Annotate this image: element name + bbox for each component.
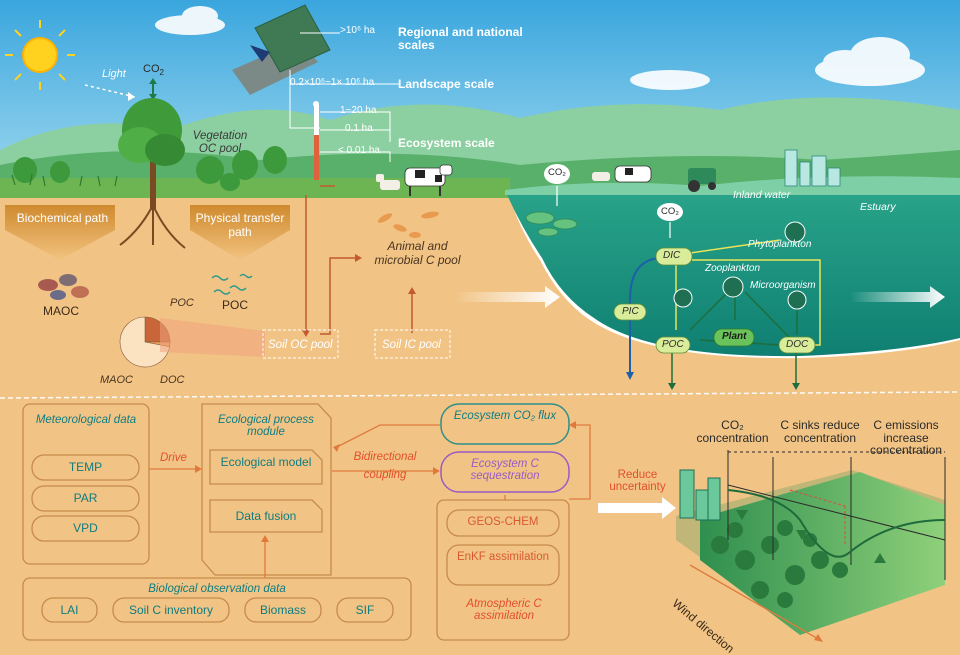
biochemical-path-label: Biochemical path <box>16 211 109 225</box>
physical-arrow <box>190 205 290 260</box>
section-divider <box>0 391 960 399</box>
dic-node: DIC <box>663 250 681 261</box>
bidirectional-coupling-label: Bidirectional coupling <box>353 451 417 482</box>
scale-ecosystem-area-c: < 0.01 ha <box>338 145 380 156</box>
co2-bubble-icon <box>544 164 683 221</box>
tree-icon <box>118 98 186 249</box>
sif-item: SIF <box>355 603 375 617</box>
poc-label: POC <box>222 298 249 312</box>
plant-node: Plant <box>722 331 747 342</box>
shrub-icon <box>13 146 287 191</box>
concentration-plot <box>676 450 946 642</box>
scale-ecosystem-area-b: 0.1 ha <box>345 123 373 134</box>
c-sequestration-label: Ecosystem C sequestration <box>470 458 540 483</box>
soil-inventory-item: Soil C inventory <box>128 603 214 617</box>
maoc-label: MAOC <box>43 304 79 318</box>
ecological-model-box: Ecological model <box>220 455 312 469</box>
temp-item: TEMP <box>68 460 103 474</box>
microbe-icon <box>377 211 439 238</box>
biochemical-arrow <box>5 205 115 260</box>
reduce-uncertainty-label: Reduce uncertainty <box>609 469 666 494</box>
satellite-icon <box>232 4 331 95</box>
microorganism-label: Microorganism <box>750 280 816 291</box>
c-emissions-label: C emissions increase concentration <box>869 418 943 458</box>
phytoplankton-label: Phytoplankton <box>748 239 812 250</box>
vpd-item: VPD <box>73 521 98 535</box>
met-panel <box>22 403 150 565</box>
poc-particles-icon <box>211 273 253 295</box>
pie-maoc-label: MAOC <box>100 374 133 386</box>
soil-oc-pool-box <box>262 329 339 359</box>
estuary-label: Estuary <box>860 201 896 213</box>
pie-doc-label: DOC <box>160 374 185 386</box>
plankton-icon <box>673 221 807 310</box>
co2-label-top: CO2 <box>143 63 164 78</box>
animal-microbial-pool-label: Animal and microbial C pool <box>374 239 461 267</box>
physical-path-label: Physical transfer path <box>195 211 285 239</box>
cow-icon-water-side <box>592 165 652 183</box>
poc-node: POC <box>662 339 684 350</box>
atm-assimilation-label: Atmospheric C assimilation <box>466 598 542 623</box>
buildings-icon <box>679 469 721 521</box>
tractor-icon <box>688 168 716 192</box>
c-sinks-label: C sinks reduce concentration <box>780 418 860 445</box>
maoc-particles-icon <box>38 274 89 300</box>
inland-water-label: Inland water <box>733 189 791 201</box>
scale-ecosystem-area-a: 1~20 ha <box>340 105 377 116</box>
co2-flux-label: Ecosystem CO₂ flux <box>453 410 557 422</box>
seq-capsule <box>440 451 570 493</box>
co2-bubble-label-a: CO₂ <box>548 167 566 178</box>
par-item: PAR <box>73 491 98 505</box>
city-icon <box>784 149 841 187</box>
bio-obs-title: Biological observation data <box>148 583 286 595</box>
module-title: Ecological process module <box>218 414 314 439</box>
atm-panel <box>436 499 570 641</box>
bio-panel <box>22 577 412 641</box>
data-fusion-box: Data fusion <box>235 509 297 523</box>
soil-ic-pool-label: Soil IC pool <box>382 339 441 351</box>
met-data-title: Meteorological data <box>35 414 137 426</box>
flux-tower-icon <box>313 101 319 180</box>
soil-oc-pool-label: Soil OC pool <box>268 339 333 351</box>
pic-node: PIC <box>622 306 639 317</box>
soil-ic-pool-box <box>374 329 451 359</box>
biomass-item: Biomass <box>259 603 306 617</box>
co2-bubble-label-b: CO₂ <box>661 206 679 217</box>
cow-icon <box>404 164 453 196</box>
drive-label: Drive <box>160 452 187 464</box>
scale-landscape-label: Landscape scale <box>398 77 495 91</box>
goat-icon <box>376 174 400 190</box>
co2-concentration-label: CO₂ concentration <box>696 418 769 445</box>
module-panel <box>201 403 332 576</box>
cloud-icon <box>155 6 925 90</box>
enkf-box: EnKF assimilation <box>456 551 550 563</box>
lai-item: LAI <box>60 603 79 617</box>
vegetation-pool-label: Vegetation OC pool <box>192 130 248 156</box>
lily-pad-icon <box>525 211 578 237</box>
scale-ecosystem-label: Ecosystem scale <box>398 136 495 150</box>
pie-slice-maoc <box>119 316 170 368</box>
zooplankton-label: Zooplankton <box>705 263 761 274</box>
scale-regional-label: Regional and national scales <box>398 25 523 53</box>
scale-regional-area: >10⁶ ha <box>340 25 375 36</box>
node-capsules <box>613 247 816 354</box>
scale-landscape-area: 0.2×10⁶~1× 10⁶ ha <box>290 77 375 88</box>
geos-chem-box: GEOS-CHEM <box>467 516 539 528</box>
plant-capsule <box>713 328 755 347</box>
doc-node: DOC <box>786 339 809 350</box>
sun-icon <box>5 20 75 90</box>
light-label: Light <box>102 68 126 80</box>
flux-capsule <box>440 403 570 445</box>
pie-poc-label: POC <box>170 297 194 309</box>
